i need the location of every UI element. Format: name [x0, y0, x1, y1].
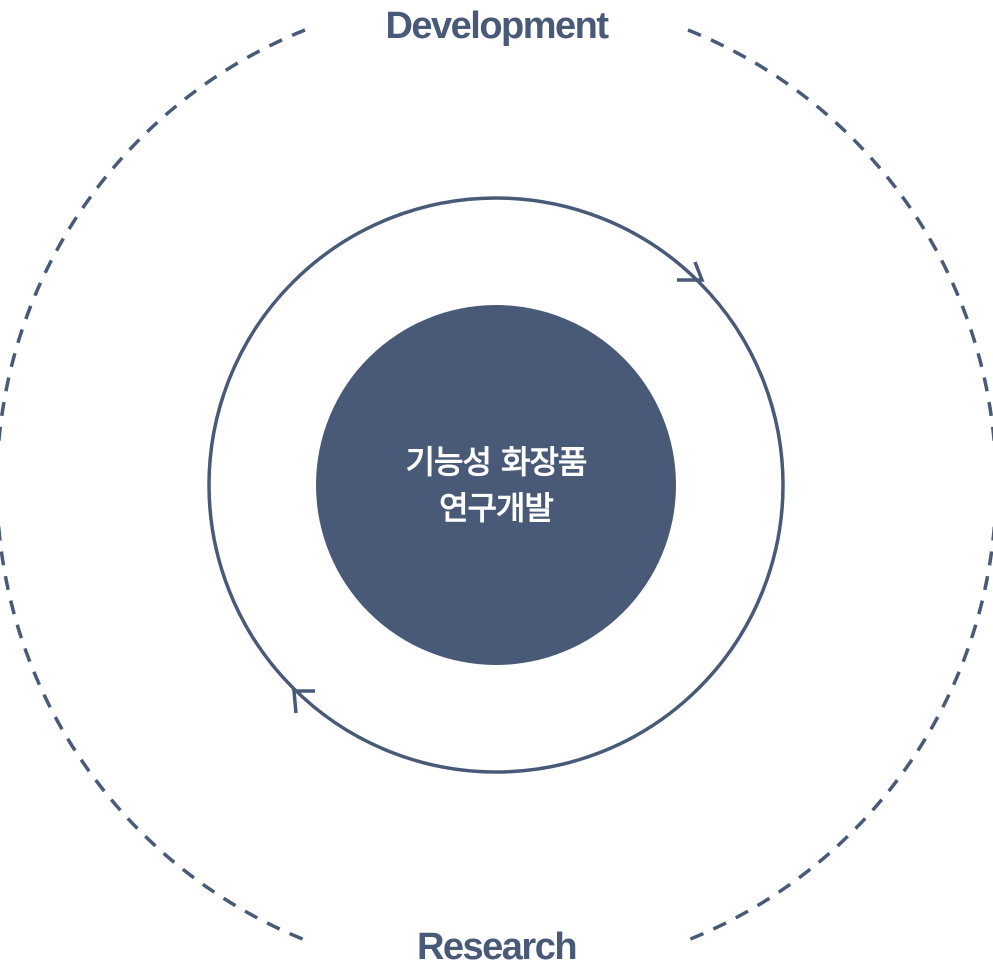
research-label: Research [416, 926, 578, 968]
center-title-line-1: 기능성 화장품 [405, 443, 588, 481]
cycle-ring [207, 196, 785, 774]
outer-dashed-ring-right [687, 28, 993, 942]
center-circle [316, 305, 676, 665]
cycle-arrow-upper-right-icon [677, 261, 705, 282]
outer-dashed-ring-left [0, 28, 306, 942]
center-title-line-2: 연구개발 [439, 489, 554, 527]
center-title: 기능성 화장품 연구개발 [316, 305, 676, 665]
development-label: Development [385, 5, 609, 47]
cycle-arrow-lower-left-icon [292, 689, 315, 714]
